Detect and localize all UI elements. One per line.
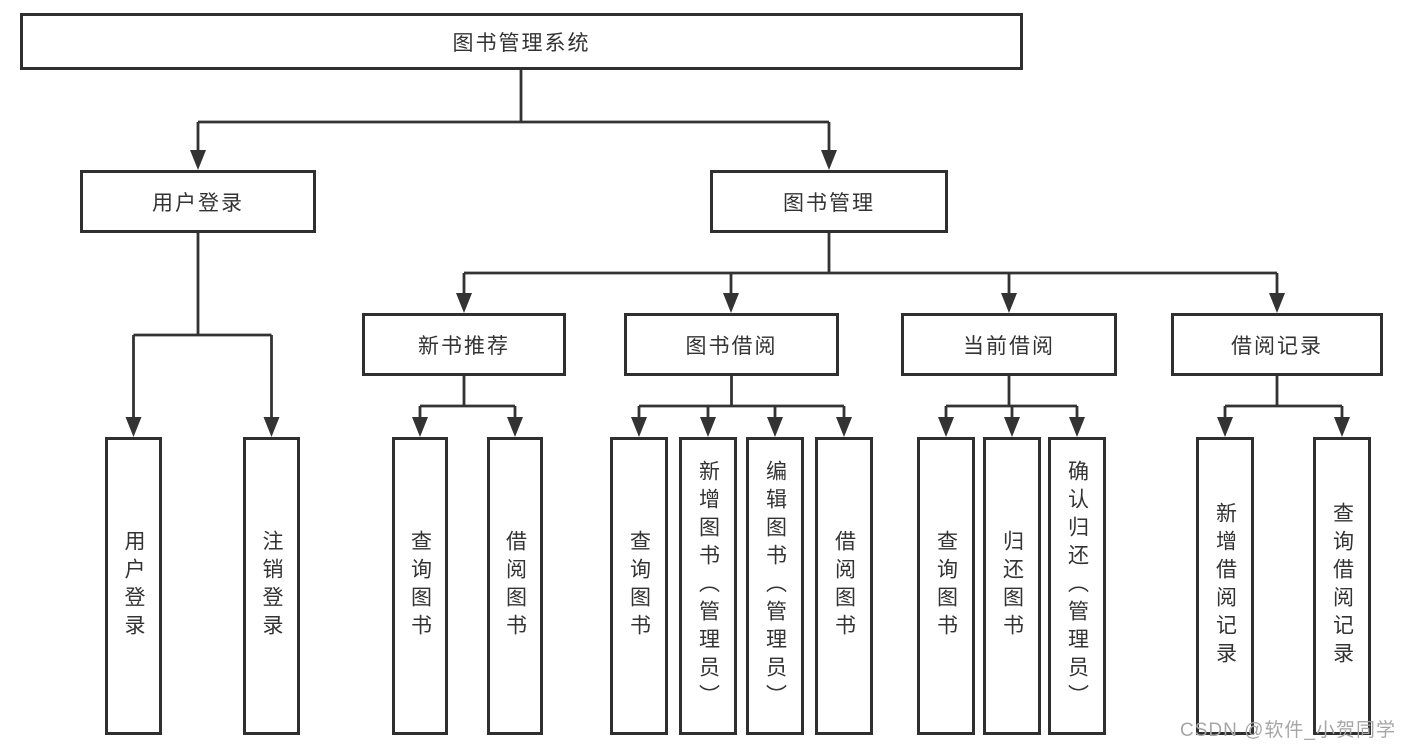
node-root: 图书管理系统 bbox=[20, 13, 1023, 70]
leaf-borrow-books-recommend: 借阅图书 bbox=[487, 437, 543, 735]
node-user-login: 用户登录 bbox=[80, 170, 316, 233]
tree-edges bbox=[132, 70, 1344, 420]
node-borrow-records: 借阅记录 bbox=[1171, 313, 1383, 376]
leaf-borrow-books: 借阅图书 bbox=[815, 437, 873, 735]
leaf-add-borrow-record: 新增借阅记录 bbox=[1196, 437, 1254, 735]
node-new-book-recommend: 新书推荐 bbox=[362, 313, 566, 376]
leaf-user-login: 用户登录 bbox=[105, 437, 162, 735]
leaf-confirm-return-admin: 确认归还（管理员） bbox=[1048, 437, 1106, 735]
leaf-query-books-recommend: 查询图书 bbox=[392, 437, 448, 735]
arrowheads bbox=[125, 150, 1350, 437]
leaf-return-books: 归还图书 bbox=[983, 437, 1041, 735]
node-book-borrow: 图书借阅 bbox=[624, 313, 839, 376]
leaf-query-borrow-record: 查询借阅记录 bbox=[1313, 437, 1371, 735]
leaf-query-books-borrow: 查询图书 bbox=[610, 437, 668, 735]
leaf-logout: 注销登录 bbox=[243, 437, 300, 735]
node-book-management: 图书管理 bbox=[710, 170, 948, 233]
node-current-borrow: 当前借阅 bbox=[901, 313, 1117, 376]
leaf-query-books-current: 查询图书 bbox=[917, 437, 975, 735]
leaf-add-books-admin: 新增图书（管理员） bbox=[679, 437, 737, 735]
leaf-edit-books-admin: 编辑图书（管理员） bbox=[746, 437, 804, 735]
csdn-watermark: CSDN @软件_小贺同学 bbox=[1180, 720, 1396, 741]
